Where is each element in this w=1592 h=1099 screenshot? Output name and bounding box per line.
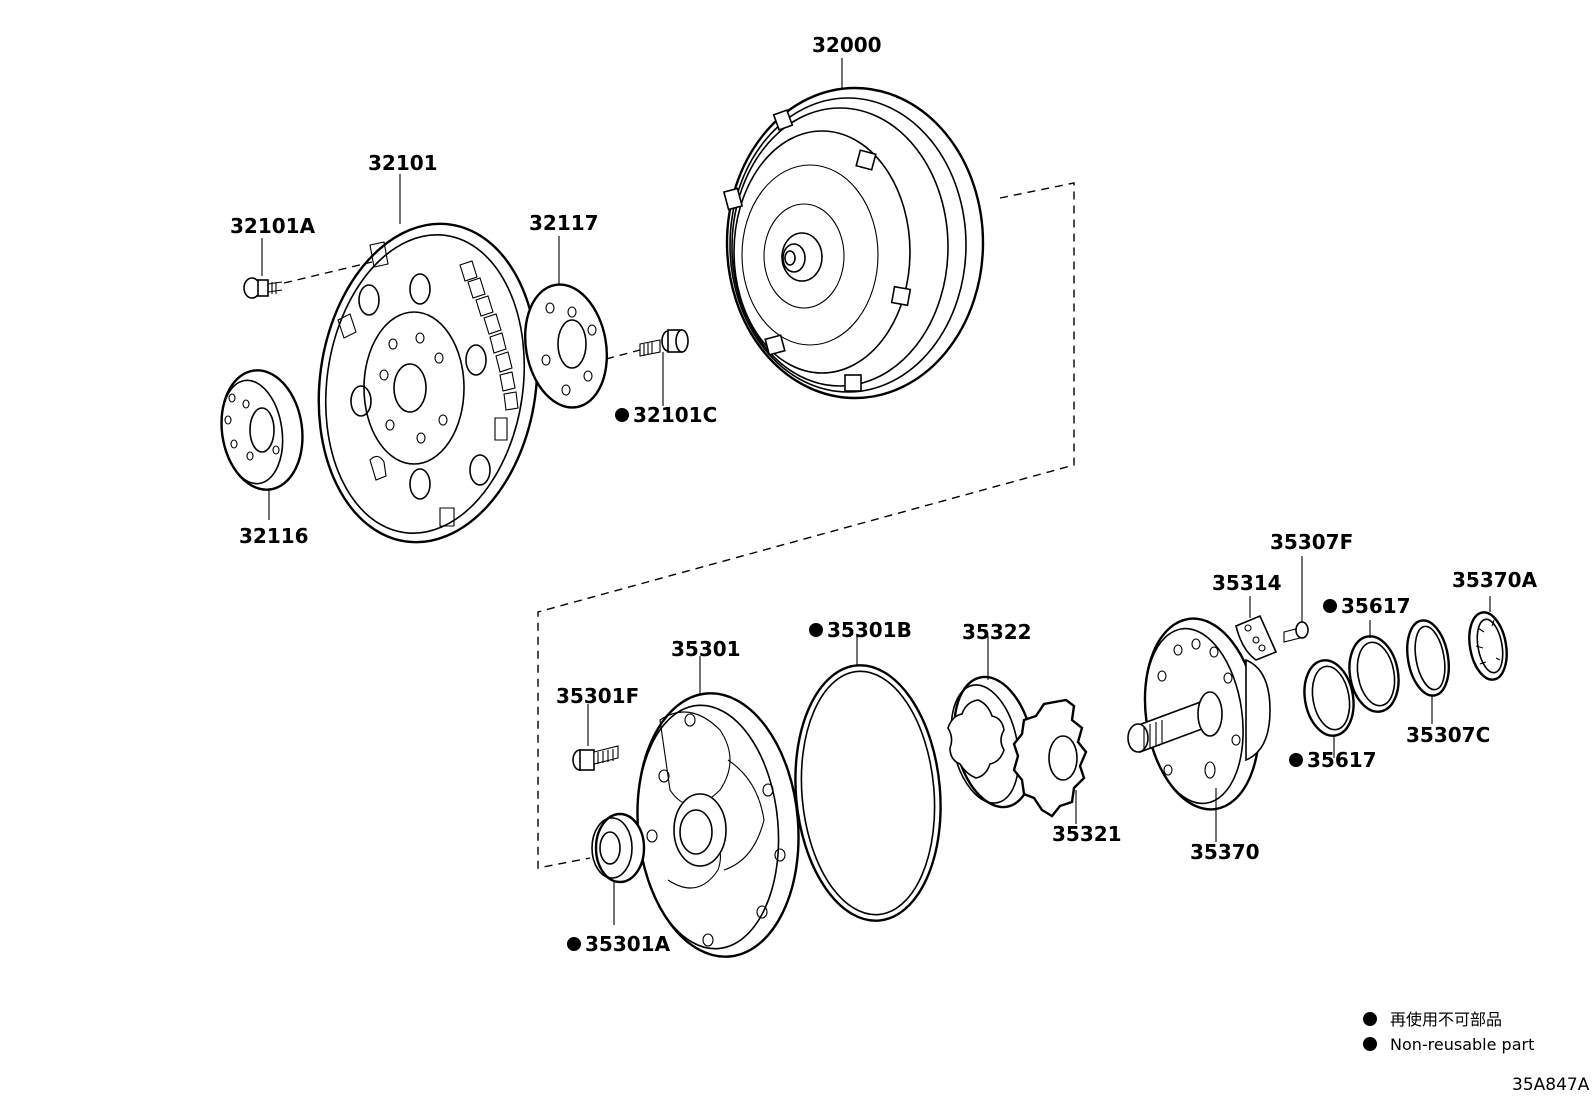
drive-gear-35321	[1012, 698, 1088, 824]
seal-ring-35617-upper	[1348, 620, 1400, 713]
legend-marker-2	[1363, 1037, 1377, 1051]
label-35322: 35322	[962, 620, 1032, 644]
seal-ring-35617-lower	[1303, 659, 1355, 758]
non-reusable-marker-32101c	[615, 408, 629, 422]
label-35301a: 35301A	[585, 932, 671, 956]
legend: 再使用不可部品 Non-reusable part	[1363, 1010, 1534, 1054]
bolt-32101c	[605, 329, 689, 406]
non-reusable-marker-35617-top	[1323, 599, 1337, 613]
plate-35314	[1235, 596, 1278, 661]
non-reusable-marker-35617-bottom	[1289, 753, 1303, 767]
label-35307f: 35307F	[1270, 530, 1353, 554]
torque-converter	[722, 58, 985, 400]
label-35301: 35301	[671, 637, 741, 661]
legend-text-jp: 再使用不可部品	[1390, 1010, 1502, 1029]
oil-pump-body	[636, 656, 800, 958]
label-35307c: 35307C	[1406, 723, 1490, 747]
assembly-dashed-boundary	[537, 182, 1075, 869]
legend-marker-1	[1363, 1012, 1377, 1026]
label-32101c: 32101C	[633, 403, 717, 427]
bolt-32101a	[243, 238, 373, 299]
ring-35307c	[1406, 619, 1450, 724]
driven-gear-35322	[947, 636, 1035, 809]
label-35617-bottom: 35617	[1307, 748, 1377, 772]
spacer-32116	[220, 369, 304, 520]
plate-32117	[523, 236, 609, 409]
drive-plate	[317, 174, 539, 544]
label-32116: 32116	[239, 524, 309, 548]
bolt-35307f	[1283, 556, 1309, 643]
stator-shaft-35370	[1127, 617, 1271, 842]
o-ring-35301b	[794, 634, 942, 922]
label-35301b: 35301B	[827, 618, 912, 642]
non-reusable-marker-35301b	[809, 623, 823, 637]
bolt-35301f	[572, 704, 619, 771]
label-35617-top: 35617	[1341, 594, 1411, 618]
label-35314: 35314	[1212, 571, 1282, 595]
non-reusable-marker-35301a	[567, 937, 581, 951]
oil-seal-35301a	[591, 812, 646, 925]
label-32117: 32117	[529, 211, 599, 235]
label-32000: 32000	[812, 33, 882, 57]
label-32101a: 32101A	[230, 214, 316, 238]
label-35370: 35370	[1190, 840, 1260, 864]
label-35301f: 35301F	[556, 684, 639, 708]
label-35321: 35321	[1052, 822, 1122, 846]
label-35370a: 35370A	[1452, 568, 1538, 592]
bearing-35370a	[1468, 596, 1508, 681]
drawing-code: 35A847A	[1512, 1075, 1590, 1095]
label-32101: 32101	[368, 151, 438, 175]
legend-text-en: Non-reusable part	[1390, 1035, 1534, 1054]
